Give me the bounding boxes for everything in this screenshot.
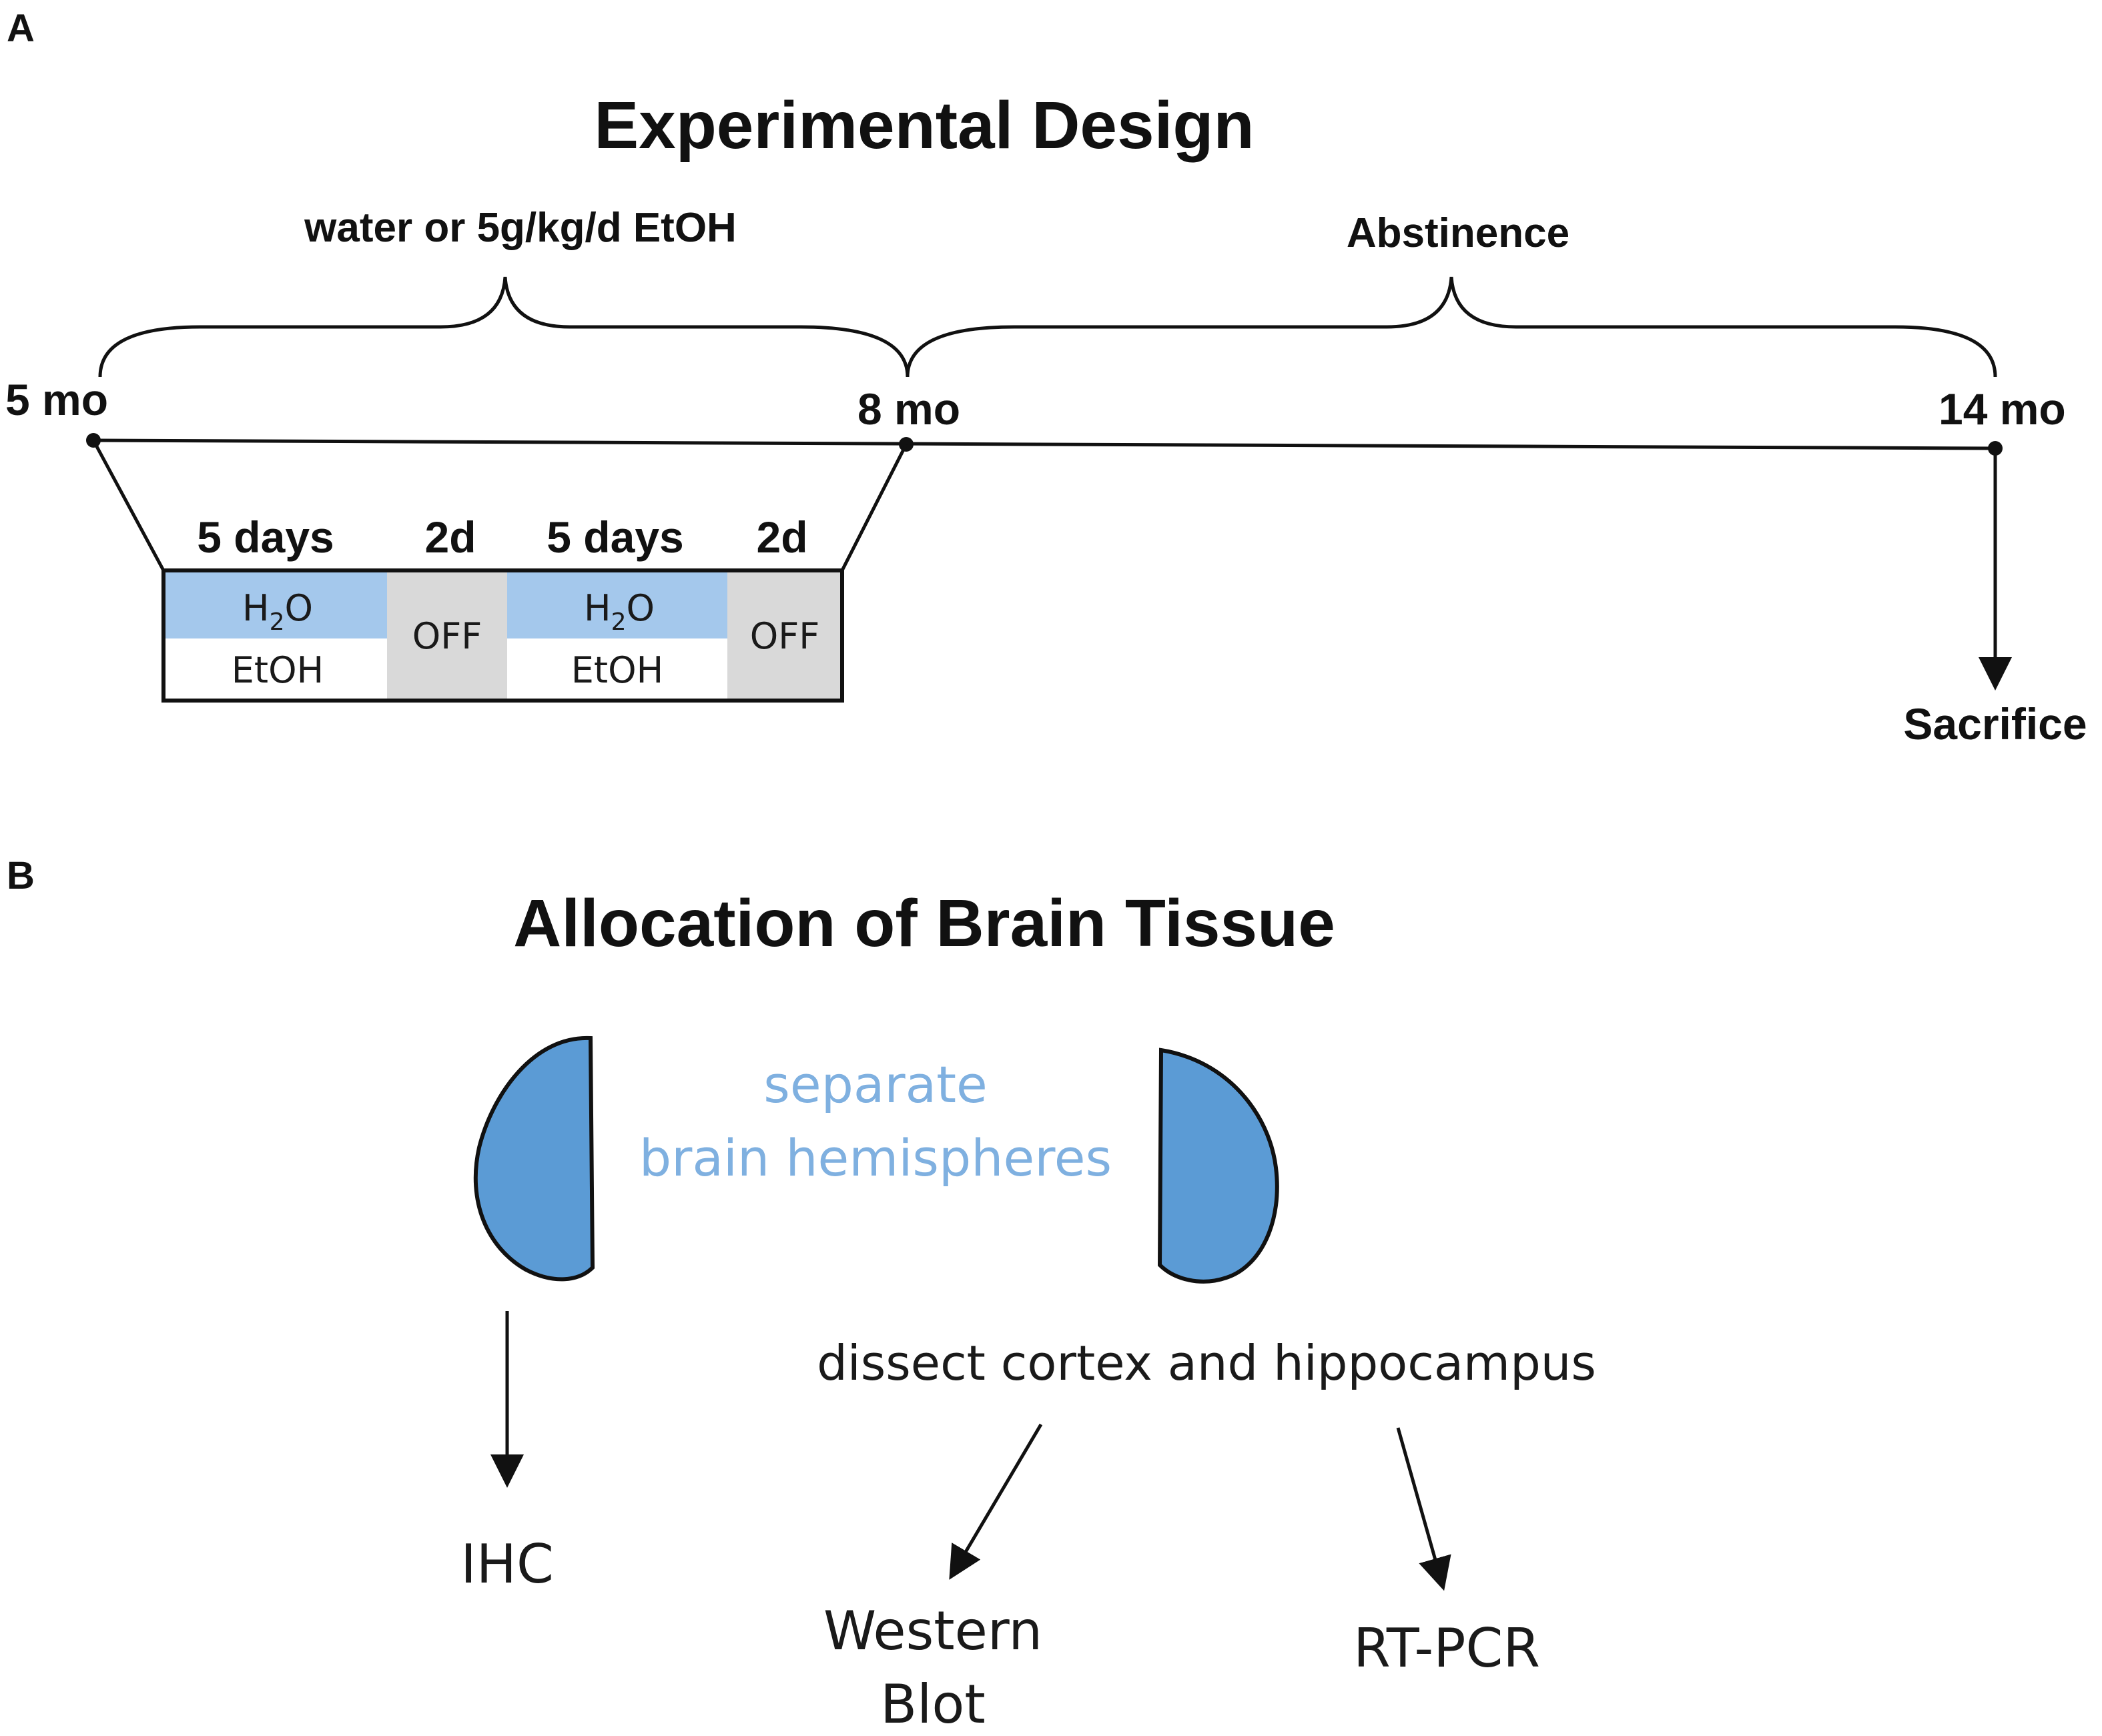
panel-b-title: Allocation of Brain Tissue: [513, 886, 1335, 961]
timepoint-8mo-label: 8 mo: [857, 384, 960, 434]
western-arrow: [949, 1423, 1043, 1580]
right-brace: [906, 276, 1997, 378]
water-label-1: H2O: [242, 587, 313, 636]
schedule-header-1: 5 days: [197, 512, 334, 562]
schedule-header-2: 2d: [424, 512, 476, 562]
timepoint-14mo-label: 14 mo: [1939, 384, 2066, 434]
panel-a-letter: A: [7, 7, 35, 50]
hemispheres-label: brain hemispheres: [639, 1128, 1112, 1188]
sacrifice-label: Sacrifice: [1903, 699, 2087, 749]
schedule-header-4: 2d: [756, 512, 807, 562]
schedule-table-border: [161, 568, 844, 703]
blot-label: Blot: [880, 1673, 985, 1735]
left-hemisphere: [473, 1035, 595, 1282]
panel-b-letter: B: [7, 854, 35, 897]
timepoint-5mo-label: 5 mo: [5, 375, 108, 424]
separate-label: separate: [763, 1055, 988, 1114]
rtpcr-arrow: [1396, 1427, 1451, 1591]
dissect-label: dissect cortex and hippocampus: [817, 1335, 1596, 1391]
water-cell-2: [507, 570, 727, 638]
water-cell-1: [163, 570, 387, 638]
schedule-header-3: 5 days: [547, 512, 683, 562]
off-cell-1: [387, 570, 507, 701]
etoh-label-1: EtOH: [232, 649, 324, 691]
zoom-line-left: [91, 439, 165, 572]
ihc-label: IHC: [460, 1533, 554, 1595]
timeline-axis: [93, 438, 1996, 450]
right-hemisphere: [1157, 1047, 1279, 1284]
rtpcr-label: RT-PCR: [1353, 1617, 1540, 1679]
off-label-1: OFF: [412, 615, 482, 657]
left-brace: [98, 276, 910, 378]
off-cell-2: [727, 570, 842, 701]
brace-right-label: Abstinence: [1347, 210, 1569, 256]
water-label-2: H2O: [584, 587, 655, 636]
western-label: Western: [823, 1600, 1042, 1662]
panel-a-title: Experimental Design: [594, 88, 1254, 163]
brace-left-label: water or 5g/kg/d EtOH: [304, 205, 737, 251]
schedule-table: [161, 568, 844, 703]
off-label-2: OFF: [750, 615, 820, 657]
etoh-label-2: EtOH: [571, 649, 663, 691]
zoom-line-right: [840, 443, 908, 572]
